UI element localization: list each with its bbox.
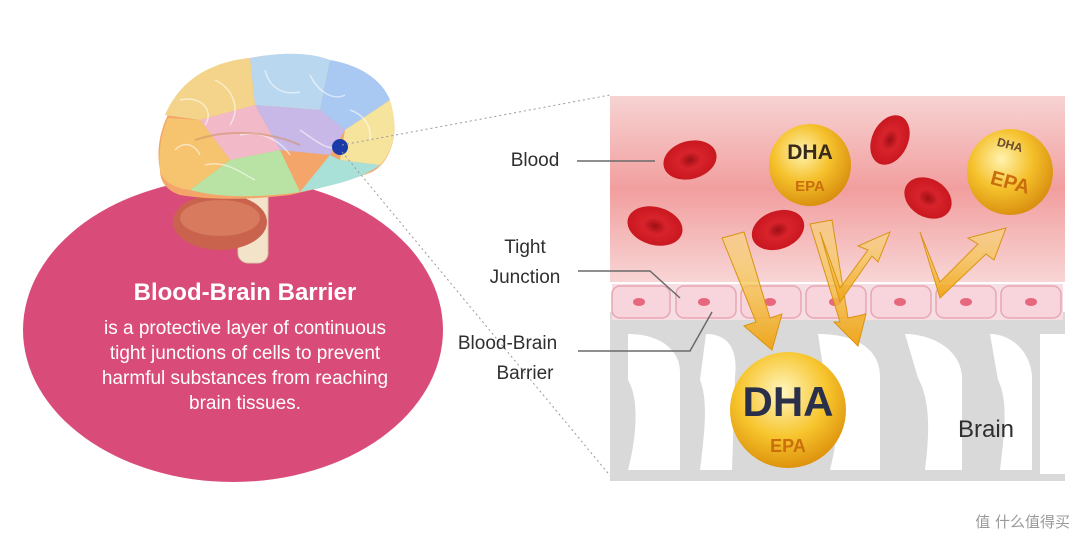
label-tight-line2: Junction bbox=[489, 267, 561, 288]
brain-illustration bbox=[158, 53, 395, 264]
watermark: 值 什么值得买 bbox=[975, 513, 1070, 531]
label-bbb-line2: Barrier bbox=[496, 363, 554, 384]
red-blood-cells bbox=[627, 115, 952, 251]
dha-molecules bbox=[730, 124, 1053, 468]
epa-text-top: EPA bbox=[795, 178, 825, 195]
brain-focus-dot bbox=[332, 139, 348, 155]
bbb-bubble bbox=[23, 178, 443, 482]
bbb-title: Blood-Brain Barrier bbox=[133, 279, 357, 306]
dha-text-top: DHA bbox=[787, 141, 833, 164]
epa-text-big: EPA bbox=[770, 436, 806, 456]
dha-text-big: DHA bbox=[742, 378, 834, 425]
bbb-description: is a protective layer of continuous tigh… bbox=[101, 318, 389, 414]
label-brain: Brain bbox=[958, 416, 1015, 443]
label-tight-line1: Tight bbox=[504, 237, 546, 258]
label-bbb-line1: Blood-Brain bbox=[457, 333, 558, 354]
endothelial-cells bbox=[611, 285, 1062, 319]
label-blood: Blood bbox=[510, 150, 560, 171]
dha-transport-arrows bbox=[721, 219, 1007, 351]
bbb-cross-section bbox=[610, 96, 1065, 481]
